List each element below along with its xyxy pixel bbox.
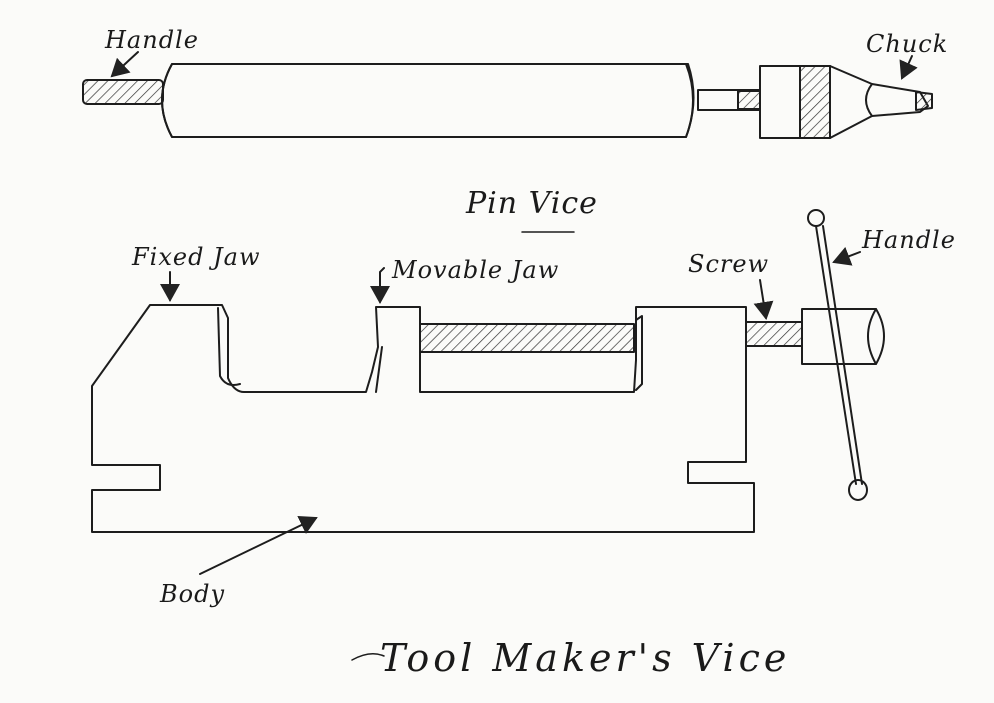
- movable-jaw-label: Movable Jaw: [392, 256, 560, 284]
- pin-vice-chuck-tip: [915, 91, 933, 111]
- pin-vice-handle-rod: [82, 79, 164, 105]
- vice-movable-jaw: [375, 346, 383, 393]
- vice-screw: [745, 321, 803, 347]
- screw-label: Screw: [688, 250, 770, 278]
- pin-vice-chuck-arrow: [899, 55, 918, 80]
- vice-fixed-jaw: [217, 307, 241, 386]
- vice-body: [91, 304, 755, 533]
- fixed-jaw-label: Fixed Jaw: [132, 243, 261, 271]
- body-label: Body: [160, 580, 226, 608]
- pin-vice-handle-arrow: [110, 51, 139, 78]
- pin-vice-chuck-label: Chuck: [866, 30, 949, 58]
- pin-vice-chuck-cone: [829, 65, 929, 139]
- vice-handle-arrow: [832, 246, 861, 266]
- vice-title-flourish: [351, 653, 385, 661]
- body-arrow: [199, 515, 318, 575]
- movable-jaw-arrow: [370, 267, 390, 304]
- vice-screw-rod: [419, 323, 635, 353]
- vice-tommy-bar: [815, 225, 857, 485]
- pin-vice-handle-label: Handle: [105, 26, 199, 54]
- tool-makers-vice: [91, 209, 885, 533]
- vice-handle-label: Handle: [862, 226, 956, 254]
- pin-vice-title: Pin Vice: [466, 186, 598, 221]
- pin-vice: [82, 63, 933, 139]
- pin-vice-body: [161, 63, 695, 138]
- screw-arrow: [753, 279, 774, 320]
- tool-makers-vice-title: Tool Maker's Vice: [380, 636, 791, 680]
